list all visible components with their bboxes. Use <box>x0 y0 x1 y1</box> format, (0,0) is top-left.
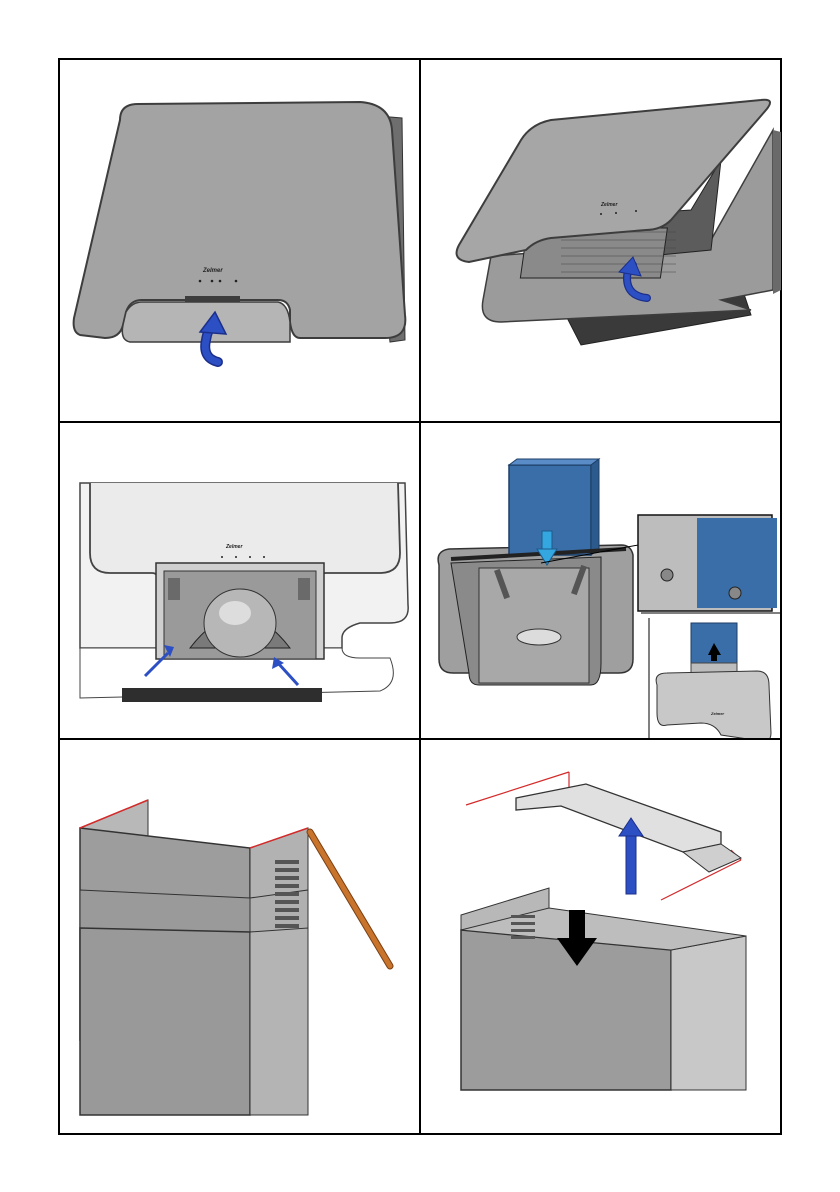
hood-open-filter-illustration: Zelmer <box>421 60 782 421</box>
bracket-install-illustration <box>421 740 782 1135</box>
panel-5 <box>60 740 419 1135</box>
brand-logo-4: Zelmer <box>710 711 725 716</box>
brand-logo: Zelmer <box>202 268 223 274</box>
panel-1: Zelmer <box>60 60 419 421</box>
panel-6 <box>421 740 782 1135</box>
chimney-marking-illustration <box>60 740 419 1135</box>
pencil-icon <box>310 832 390 966</box>
hood-screws-illustration: Zelmer <box>60 423 419 738</box>
brand-logo-3: Zelmer <box>225 544 243 550</box>
panel-2: Zelmer <box>421 60 782 421</box>
instruction-grid: Zelmer Zelmer <box>58 58 782 1135</box>
panel-4: Zelmer <box>421 423 782 738</box>
brand-logo-2: Zelmer <box>600 202 618 208</box>
hood-front-illustration: Zelmer <box>60 60 419 421</box>
panel-3: Zelmer <box>60 423 419 738</box>
chimney-mount-illustration: Zelmer <box>421 423 782 738</box>
